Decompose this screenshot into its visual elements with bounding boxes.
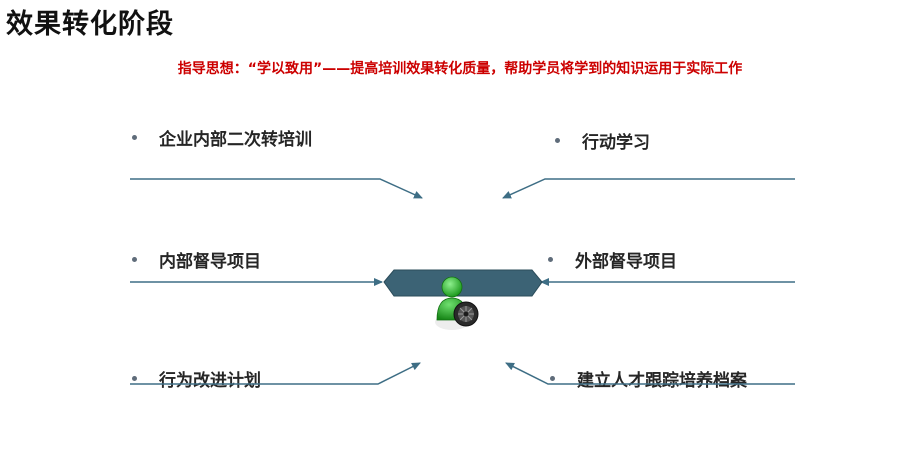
item-label: 内部督导项目	[159, 252, 261, 272]
item-internal-retraining: 企业内部二次转培训	[132, 125, 312, 150]
arrow-bottom-left	[130, 362, 421, 385]
arrow-top-right	[502, 178, 795, 199]
item-action-learning: 行动学习	[555, 128, 650, 153]
bullet-icon	[548, 257, 553, 262]
arrow-top-left	[130, 178, 423, 199]
item-external-supervision: 外部督导项目	[548, 247, 677, 272]
arrow-bottom-right	[505, 362, 795, 385]
item-label: 行动学习	[582, 133, 650, 153]
item-label: 建立人才跟踪培养档案	[577, 371, 747, 391]
item-label: 企业内部二次转培训	[159, 130, 312, 150]
page-title: 效果转化阶段	[6, 9, 174, 40]
item-behavior-improvement: 行为改进计划	[132, 366, 261, 391]
item-label: 外部督导项目	[575, 252, 677, 272]
bullet-icon	[555, 138, 560, 143]
center-bar	[383, 269, 543, 297]
item-label: 行为改进计划	[159, 371, 261, 391]
bullet-icon	[550, 376, 555, 381]
shutter-icon	[453, 301, 479, 327]
bullet-icon	[132, 257, 137, 262]
bullet-icon	[132, 376, 137, 381]
item-internal-supervision: 内部督导项目	[132, 247, 261, 272]
item-talent-tracking: 建立人才跟踪培养档案	[550, 366, 747, 391]
guiding-principle: 指导思想：“学以致用”——提高培训效果转化质量，帮助学员将学到的知识运用于实际工…	[177, 61, 743, 77]
bullet-icon	[132, 135, 137, 140]
